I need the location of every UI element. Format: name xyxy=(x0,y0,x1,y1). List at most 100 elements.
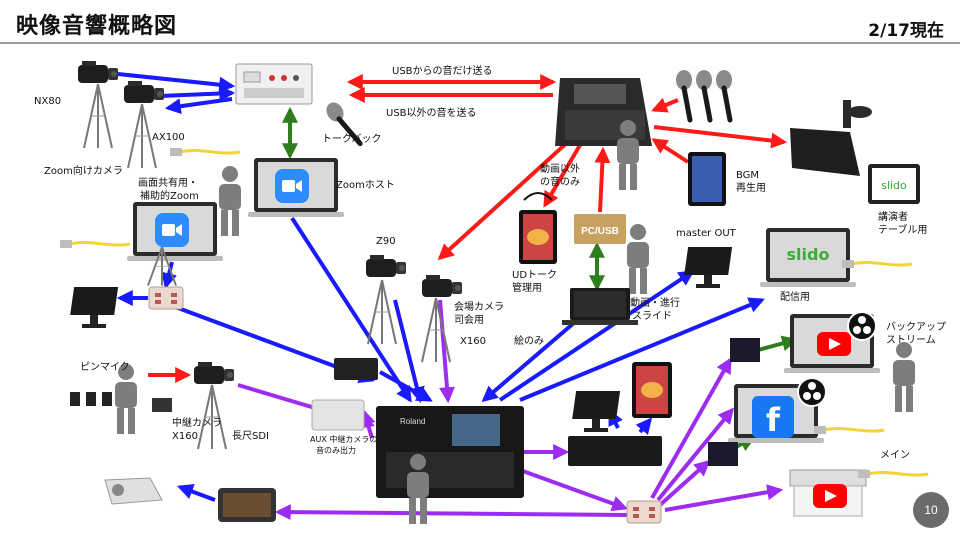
streaming-label: 配信用 xyxy=(780,292,810,303)
udtalk-label-2: 管理用 xyxy=(512,283,542,294)
video-progress-label-1: 動画・進行 xyxy=(630,298,680,309)
person-icon xyxy=(893,342,915,412)
line-converter2-backup xyxy=(650,357,732,499)
person-icon xyxy=(627,224,649,294)
line-aux-zoom-converter xyxy=(161,261,177,290)
zoom-icon xyxy=(155,213,189,247)
line-mixer-camera xyxy=(437,138,572,261)
pcusb-box-icon: PC/USB xyxy=(574,214,626,244)
page-number-badge: 10 xyxy=(913,492,949,528)
audio-interface-icon xyxy=(235,63,313,105)
usb-except-label: USB以外の音を送る xyxy=(386,108,477,119)
bgm-label-2: 再生用 xyxy=(736,183,766,194)
encoder-icon xyxy=(568,436,662,466)
roland-switcher-icon: Roland xyxy=(376,406,524,498)
line-venuecam-switcher xyxy=(438,299,455,404)
line-switcher-stream xyxy=(519,297,765,402)
facebook-f-glyph: f xyxy=(766,401,781,439)
converter-icon xyxy=(148,286,184,310)
projector-icon xyxy=(104,477,163,505)
lan-cable-icon xyxy=(840,258,914,270)
line-pc-switcher xyxy=(481,320,577,403)
main-label: メイン xyxy=(880,450,910,461)
relay-camera-label-2: X160 xyxy=(172,431,198,442)
talkback-label: トークバック xyxy=(322,134,382,145)
line-mixer-out xyxy=(164,97,233,115)
tripod-icon xyxy=(83,83,113,149)
pin-mic-label: ピンマイク xyxy=(80,362,130,373)
slido-logo: slido xyxy=(881,179,907,192)
mic-icon xyxy=(696,70,712,120)
line-recorder-projector xyxy=(177,483,216,502)
pin-mic-icon xyxy=(70,392,112,406)
capture-icon xyxy=(708,442,738,466)
line-mics-mixer xyxy=(651,97,679,113)
youtube-icon xyxy=(817,332,851,356)
line-switcher-masterout xyxy=(498,270,695,402)
video-progress-label-2: スライド xyxy=(632,311,672,322)
tripod-icon xyxy=(367,279,397,345)
udtalk-tablet-icon xyxy=(519,192,557,264)
speaker-table-label-2: テーブル用 xyxy=(878,225,928,236)
mic-icon xyxy=(716,70,732,120)
z90-camera-icon xyxy=(366,255,406,277)
line-switcher-aux xyxy=(360,408,376,439)
lan-cable-icon xyxy=(168,146,242,158)
lan-cable-icon xyxy=(812,424,886,436)
ax100-label: AX100 xyxy=(152,132,185,143)
venue-camera-label-2: 司会用 xyxy=(454,315,484,326)
line-zoomhost-switcher xyxy=(290,216,412,403)
facebook-icon xyxy=(752,396,794,438)
speaker-icon xyxy=(790,100,872,176)
page-title: 映像音響概略図 xyxy=(16,14,178,39)
tablet-icon xyxy=(632,362,672,418)
venue-camera-icon xyxy=(422,275,462,297)
roland-logo: Roland xyxy=(400,417,425,426)
aux-zoom-label: 補助的Zoom xyxy=(140,191,199,202)
backup-stream-label-2: ストリーム xyxy=(886,335,936,346)
capture-icon xyxy=(730,338,760,362)
usb-from-label: USBからの音だけ送る xyxy=(392,66,493,77)
pcusb-label: PC/USB xyxy=(581,226,619,237)
nx80-label: NX80 xyxy=(34,96,62,107)
line-ax100-mixer xyxy=(159,85,236,102)
line-converter2-fb xyxy=(656,407,735,502)
date-label: 2/17現在 xyxy=(868,21,944,41)
zoom-icon xyxy=(275,169,309,203)
ax100-camera-icon xyxy=(124,81,164,103)
bgm-tablet-icon xyxy=(688,152,726,206)
obs-icon xyxy=(797,377,827,407)
picture-only-label: 絵のみ xyxy=(514,336,544,347)
relay-camera-label-1: 中継カメラ xyxy=(172,418,222,429)
mic-icon xyxy=(676,70,692,120)
line-sdi-recorder xyxy=(274,504,631,521)
speaker-table-label-1: 講演者 xyxy=(878,212,908,223)
preview-monitor-icon xyxy=(70,287,119,328)
line-encoder-device xyxy=(635,417,653,435)
line-z90-switcher xyxy=(393,299,425,404)
title-divider xyxy=(0,42,960,44)
zoom-camera-label: Zoom向けカメラ xyxy=(44,166,123,177)
tripod-icon xyxy=(197,384,227,450)
slide-pc-icon xyxy=(562,288,638,325)
backup-stream-label-1: バックアップ xyxy=(886,322,946,333)
recorder-monitor-icon xyxy=(218,488,276,522)
screen-share-label: 画面共有用・ xyxy=(138,178,198,189)
line-converter2-main xyxy=(664,484,784,512)
zoom-host-label: Zoomホスト xyxy=(336,180,395,191)
converter-icon xyxy=(626,500,662,524)
light-stand-icon xyxy=(147,246,177,412)
aux-out-label-1: AUX 中継カメラの xyxy=(310,435,378,444)
line-nx80-mixer xyxy=(117,72,236,93)
line-switcher-converter2 xyxy=(519,468,629,512)
master-out-label: master OUT xyxy=(676,228,736,239)
venue-camera-label-1: 会場カメラ xyxy=(454,302,504,313)
x160-label: X160 xyxy=(460,336,486,347)
line-mixer-ud xyxy=(543,143,582,208)
relay-camera-icon xyxy=(194,362,234,384)
line-bgm-mixer xyxy=(651,138,690,164)
nx80-camera-icon xyxy=(78,61,118,83)
udtalk-label-1: UDトーク xyxy=(512,270,558,281)
slido-logo: slido xyxy=(787,245,830,264)
